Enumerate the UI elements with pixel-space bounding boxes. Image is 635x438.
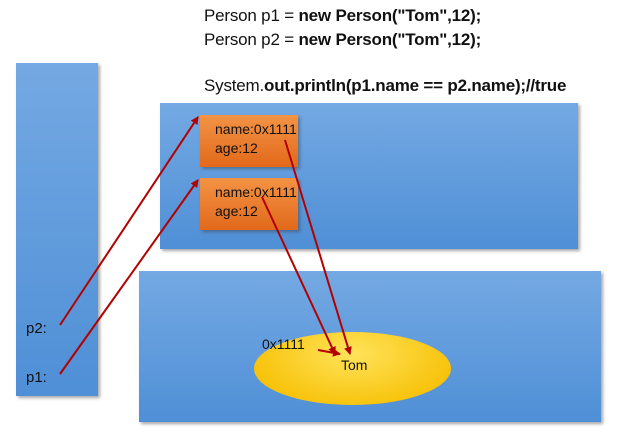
stack-label-p1: p1:: [26, 369, 47, 386]
heap-object-1-name: name:0x1111: [215, 121, 297, 137]
code-line-println: System.out.println(p1.name == p2.name);/…: [204, 76, 566, 96]
stack-panel: [16, 63, 98, 396]
code-line-p1-plain: Person p1 =: [204, 6, 299, 25]
heap-object-1: name:0x1111 age:12: [200, 115, 298, 167]
stack-label-p2: p2:: [26, 320, 47, 337]
code-line-p2-bold: new Person("Tom",12);: [298, 30, 482, 49]
code-line-p2-plain: Person p2 =: [204, 30, 299, 49]
string-pool-value: Tom: [341, 357, 368, 373]
code-line-p1: Person p1 = new Person("Tom",12);: [204, 6, 481, 26]
code-line-println-plain: System.: [204, 76, 265, 95]
heap-object-1-age: age:12: [215, 140, 258, 156]
heap-object-2-age: age:12: [215, 203, 258, 219]
code-line-p1-bold: new Person("Tom",12);: [298, 6, 482, 25]
heap-object-2-name: name:0x1111: [215, 184, 297, 200]
heap-object-2: name:0x1111 age:12: [200, 178, 298, 230]
code-line-println-bold: out.println(p1.name == p2.name);//true: [264, 76, 567, 95]
code-line-p2: Person p2 = new Person("Tom",12);: [204, 30, 481, 50]
string-pool-address: 0x1111: [262, 336, 305, 352]
